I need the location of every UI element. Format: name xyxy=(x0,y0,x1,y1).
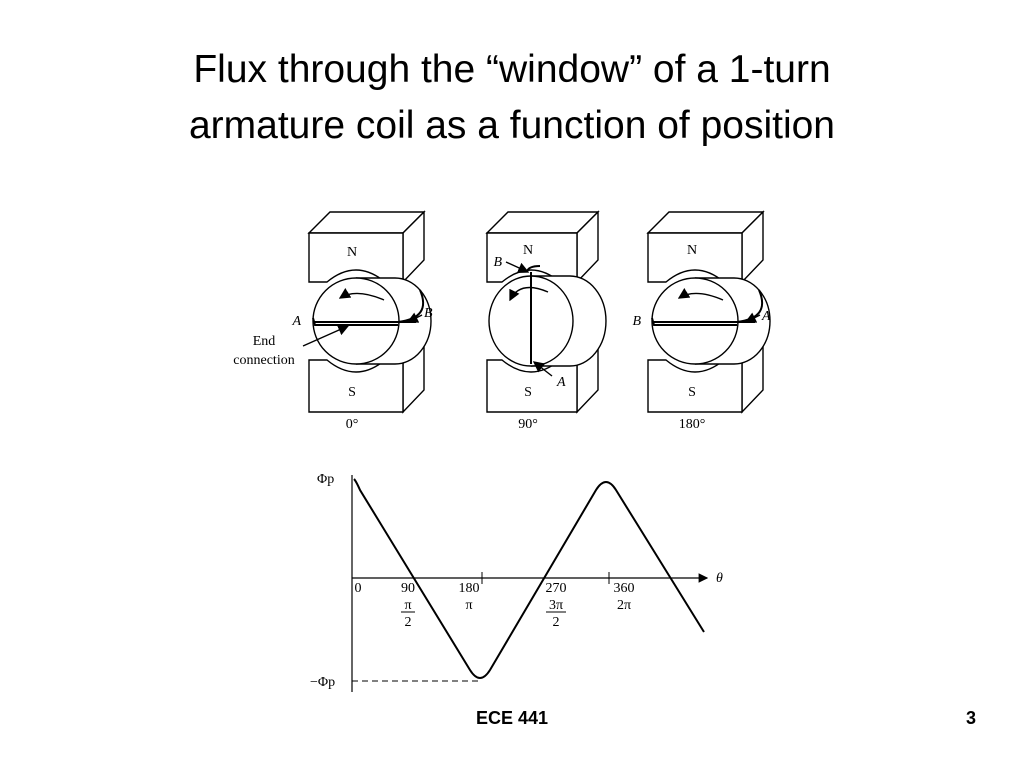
coil-side-label-top: B xyxy=(493,255,502,270)
flux-plot: Φp −Φp θ 0 90 π 2 180 π 270 3π 2 360 2π xyxy=(310,472,723,692)
flux-waveform xyxy=(353,478,705,679)
tick-label-deg: 90 xyxy=(401,581,415,596)
y-axis-top-label: Φp xyxy=(317,472,334,487)
footer-course-name: ECE 441 xyxy=(475,708,549,728)
machine-panel-180deg xyxy=(646,210,771,414)
panel-labels: N S 0° A B End connection N S 90° B A N … xyxy=(233,243,771,432)
angle-label: 180° xyxy=(679,417,706,432)
end-connection-leader xyxy=(302,324,350,347)
title-line-1: Flux through the “window” of a 1-turn xyxy=(193,48,831,91)
tick-label-rad-den: 2 xyxy=(405,615,412,630)
y-axis-bottom-label: −Φp xyxy=(310,675,335,690)
armature-coil xyxy=(312,289,425,326)
north-label: N xyxy=(523,243,533,258)
tick-label-deg: 180 xyxy=(459,581,480,596)
coil-side-label-bottom: A xyxy=(556,375,566,390)
north-pole-block xyxy=(485,210,600,284)
north-pole-block xyxy=(307,210,426,284)
angle-label: 0° xyxy=(346,417,359,432)
south-label: S xyxy=(688,385,696,400)
machine-panel-90deg xyxy=(485,210,607,414)
north-pole-block xyxy=(646,210,765,284)
slide-title: Flux through the “window” of a 1-turn ar… xyxy=(0,42,1024,154)
tick-label-rad-num: 2π xyxy=(617,598,631,613)
x-axis-label: θ xyxy=(716,571,723,586)
rotation-arrow xyxy=(677,288,724,301)
south-label: S xyxy=(348,385,356,400)
title-line-2: armature coil as a function of position xyxy=(188,104,835,147)
coil-side-label-left: B xyxy=(632,314,641,329)
armature-coil xyxy=(651,289,764,326)
rotation-arrow xyxy=(509,286,549,302)
coil-side-label-left: A xyxy=(291,314,301,329)
tick-label-rad-num: π xyxy=(404,598,411,613)
tick-label-deg: 0 xyxy=(355,581,362,596)
machine-panel-0deg xyxy=(302,210,432,414)
coil-side-b-leader xyxy=(406,312,423,323)
coil-side-a-leader xyxy=(744,312,761,323)
plot-labels: Φp −Φp θ 0 90 π 2 180 π 270 3π 2 360 2π xyxy=(310,472,723,690)
end-connection-label-line1: End xyxy=(253,334,276,349)
tick-label-deg: 270 xyxy=(546,581,567,596)
coil-side-a-leader xyxy=(532,361,553,377)
end-connection-label-line2: connection xyxy=(233,353,294,368)
angle-label: 90° xyxy=(518,417,538,432)
coil-side-b-leader xyxy=(505,261,530,274)
coil-side-label-right: B xyxy=(424,306,433,321)
north-label: N xyxy=(347,245,357,260)
footer-page-number: 3 xyxy=(965,708,976,728)
rotation-arrow xyxy=(338,288,385,301)
south-label: S xyxy=(524,385,532,400)
tick-label-rad-num: π xyxy=(465,598,472,613)
north-label: N xyxy=(687,243,697,258)
tick-label-rad-num: 3π xyxy=(549,598,563,613)
rotor xyxy=(488,275,607,367)
tick-label-rad-den: 2 xyxy=(553,615,560,630)
tick-label-deg: 360 xyxy=(614,581,635,596)
coil-side-label-right: A xyxy=(761,309,771,324)
